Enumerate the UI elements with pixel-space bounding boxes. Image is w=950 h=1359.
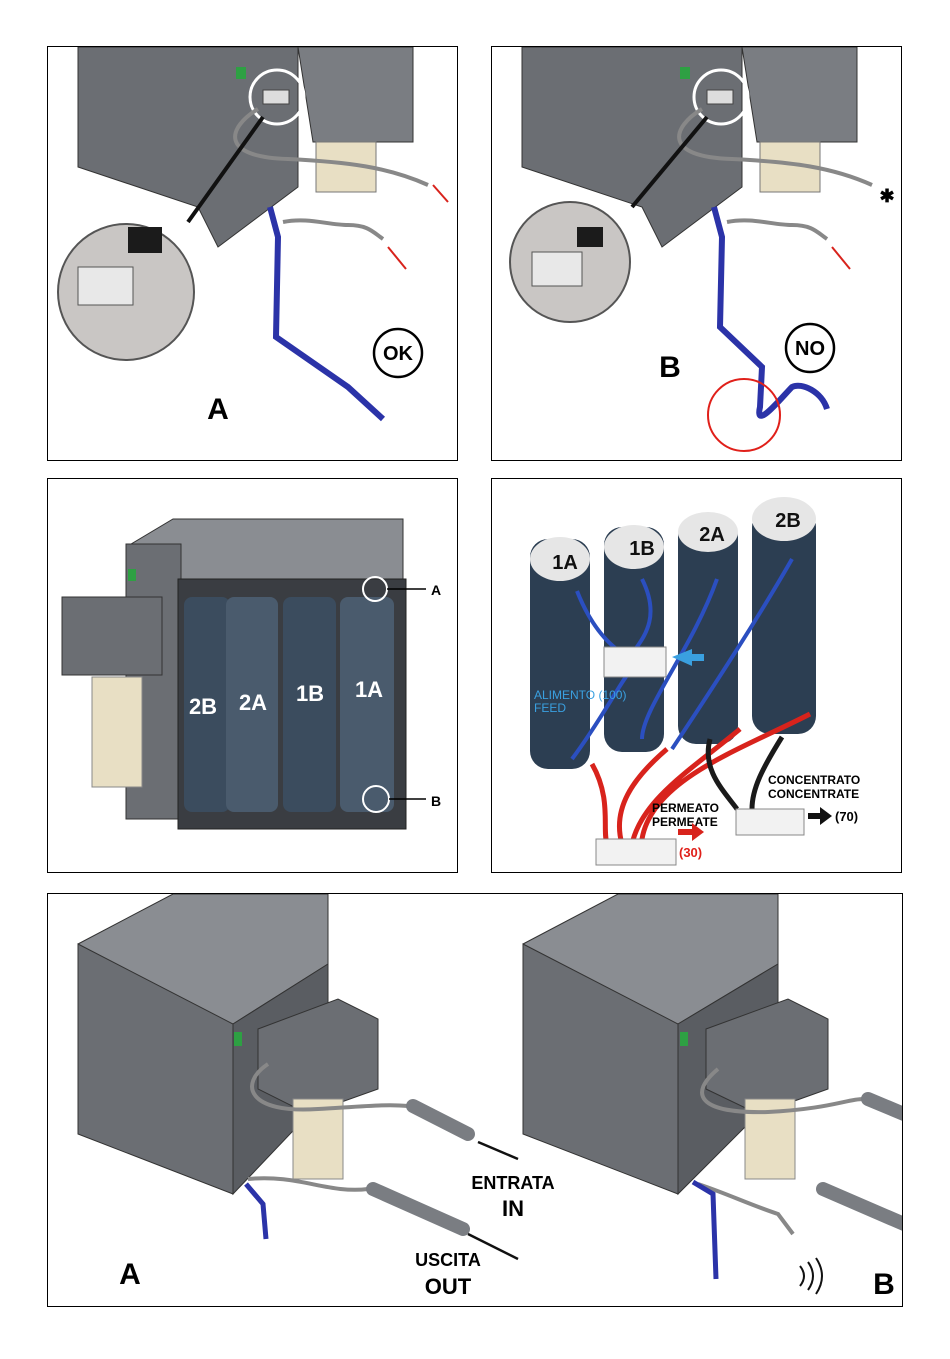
concentrate-manifold — [736, 809, 804, 835]
outlet-hose — [283, 220, 383, 239]
figure-panel-b-no: ✱ NO B — [491, 46, 902, 461]
in-arrow-icon — [478, 1142, 518, 1159]
cabinet-body — [78, 47, 298, 247]
tank-label-1a: 1A — [355, 677, 383, 702]
panel-a-illustration: OK A — [48, 47, 458, 461]
figure-panel-a-ok: OK A — [47, 46, 458, 461]
valve-fitting-icon — [707, 90, 733, 104]
water-flow-icon — [800, 1258, 822, 1294]
flow-diagram-illustration: 1A 1B 2A 2B ALIMENTO (100) FEED PERMEATO… — [492, 479, 902, 873]
fitting-detail-icon — [78, 267, 133, 305]
ok-badge-text: OK — [383, 343, 414, 365]
tank-2b — [752, 509, 816, 734]
inlet-pipe-a — [413, 1106, 468, 1134]
panel-letter-a: A — [207, 393, 229, 426]
no-badge-text: NO — [795, 338, 825, 360]
tank-label-1b: 1B — [296, 681, 324, 706]
outlet-pipe-b — [823, 1189, 903, 1224]
fitting-detail-icon — [532, 252, 582, 286]
power-switch-icon — [680, 67, 690, 79]
cabinet-tanks-illustration: 2B 2A 1B 1A A B — [48, 479, 458, 873]
connections-illustration: ENTRATA IN USCITA OUT A B — [48, 894, 903, 1307]
permeate-value: (30) — [679, 845, 702, 860]
blue-drain-hose-a — [246, 1184, 266, 1239]
in-label-it: ENTRATA — [471, 1173, 554, 1193]
out-label-it: USCITA — [415, 1250, 481, 1270]
tank-1a — [340, 597, 394, 812]
in-label-en: IN — [502, 1196, 524, 1221]
blocked-mark-icon: ✱ — [879, 186, 894, 206]
kink-highlight-circle — [708, 379, 780, 451]
permeate-label-it: PERMEATO — [652, 801, 719, 815]
marker-label-b: B — [431, 793, 441, 809]
outlet-hose-a — [248, 1178, 368, 1190]
power-switch-icon — [680, 1032, 688, 1046]
power-switch-icon — [234, 1032, 242, 1046]
red-arrow-out-icon — [832, 247, 850, 269]
feed-label-en: FEED — [534, 701, 566, 715]
tank-label-1a: 1A — [552, 552, 578, 574]
tank-label-1b: 1B — [629, 538, 655, 560]
panel-letter-b: B — [873, 1268, 895, 1301]
feed-label-it: ALIMENTO (100) — [534, 688, 626, 702]
permeate-label-en: PERMEATE — [652, 815, 718, 829]
concentrate-value: (70) — [835, 809, 858, 824]
concentrate-arrow-icon — [808, 807, 832, 825]
inlet-pipe-b — [868, 1099, 903, 1114]
tank-label-2b: 2B — [189, 694, 217, 719]
filter-housing — [92, 677, 142, 787]
feed-manifold — [604, 647, 666, 677]
figure-panel-connections: ENTRATA IN USCITA OUT A B — [47, 893, 903, 1307]
prefilter-box — [62, 597, 162, 675]
tank-2a — [678, 519, 738, 744]
valve-lever-closed-icon — [577, 227, 603, 247]
valve-fitting-icon — [263, 90, 289, 104]
power-switch-icon — [128, 569, 136, 581]
red-arrow-in-icon — [433, 185, 448, 202]
outlet-hose — [727, 220, 827, 239]
figure-panel-tanks-cabinet: 2B 2A 1B 1A A B — [47, 478, 458, 873]
marker-label-a: A — [431, 582, 441, 598]
out-label-en: OUT — [425, 1274, 472, 1299]
panel-letter-b: B — [659, 351, 681, 384]
kinked-blue-hose — [714, 207, 827, 416]
panel-letter-a: A — [119, 1258, 141, 1291]
concentrate-label-en: CONCENTRATE — [768, 787, 859, 801]
figure-panel-flow-diagram: 1A 1B 2A 2B ALIMENTO (100) FEED PERMEATO… — [491, 478, 902, 873]
tank-label-2a: 2A — [699, 524, 725, 546]
valve-lever-open-icon — [128, 227, 162, 253]
tank-label-2b: 2B — [775, 510, 801, 532]
panel-b-illustration: ✱ NO B — [492, 47, 902, 461]
blue-drain-hose-b — [693, 1182, 716, 1279]
tank-label-2a: 2A — [239, 690, 267, 715]
prefilter-box — [742, 47, 857, 142]
power-switch-icon — [236, 67, 246, 79]
permeate-manifold — [596, 839, 676, 865]
concentrate-label-it: CONCENTRATO — [768, 773, 860, 787]
red-arrow-out-icon — [388, 247, 406, 269]
prefilter-box — [298, 47, 413, 142]
blue-drain-hose — [270, 207, 383, 419]
outlet-pipe-a — [373, 1189, 463, 1229]
